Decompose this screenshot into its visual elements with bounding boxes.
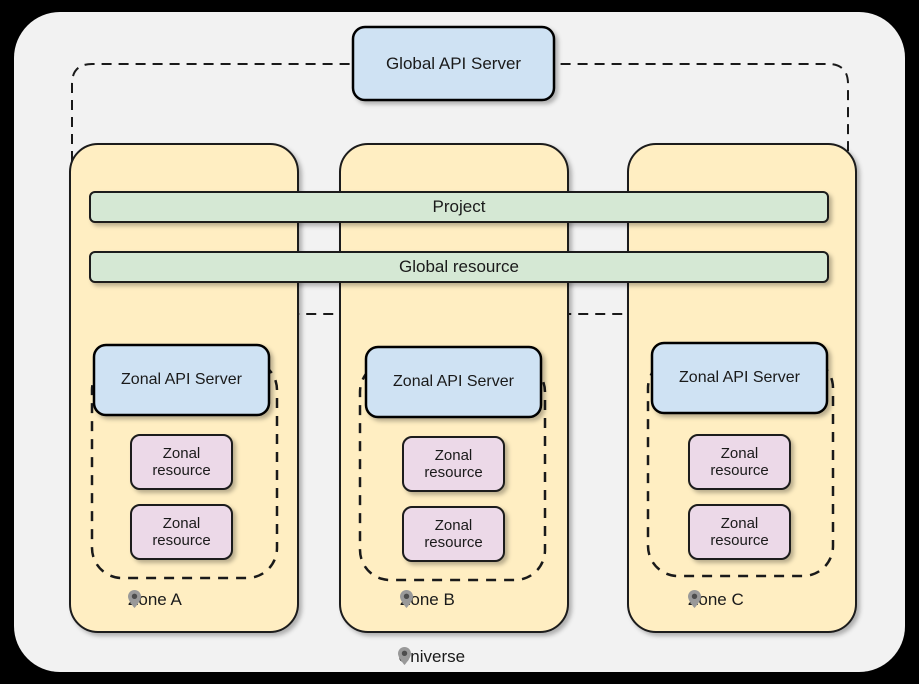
zonal-api-server-box-c[interactable] bbox=[650, 341, 829, 415]
global-bar-project[interactable] bbox=[89, 191, 829, 223]
global-bar-global-resource[interactable] bbox=[89, 251, 829, 283]
location-pin-icon bbox=[688, 590, 701, 608]
zone-tag-b: Zone B bbox=[400, 590, 455, 610]
zonal-resource-box-b2[interactable] bbox=[402, 506, 505, 562]
zone-name-a: Zone A bbox=[128, 590, 182, 609]
zone-tag-c: Zone C bbox=[688, 590, 744, 610]
location-pin-icon bbox=[128, 590, 141, 608]
zone-name-b: Zone B bbox=[400, 590, 455, 609]
zonal-api-server-box-b[interactable] bbox=[364, 345, 543, 419]
global-api-server-box[interactable] bbox=[351, 25, 556, 102]
zonal-api-server-box-a[interactable] bbox=[92, 343, 271, 417]
location-pin-icon bbox=[398, 647, 411, 665]
global-scope-boundary bbox=[71, 63, 849, 315]
zonal-resource-box-c2[interactable] bbox=[688, 504, 791, 560]
zonal-resource-box-b1[interactable] bbox=[402, 436, 505, 492]
universe-label: Universe bbox=[398, 647, 466, 666]
universe-tag: Universe bbox=[398, 647, 465, 667]
zonal-resource-box-c1[interactable] bbox=[688, 434, 791, 490]
zonal-resource-box-a1[interactable] bbox=[130, 434, 233, 490]
zone-tag-a: Zone A bbox=[128, 590, 182, 610]
location-pin-icon bbox=[400, 590, 413, 608]
zonal-resource-box-a2[interactable] bbox=[130, 504, 233, 560]
zone-name-c: Zone C bbox=[688, 590, 744, 609]
